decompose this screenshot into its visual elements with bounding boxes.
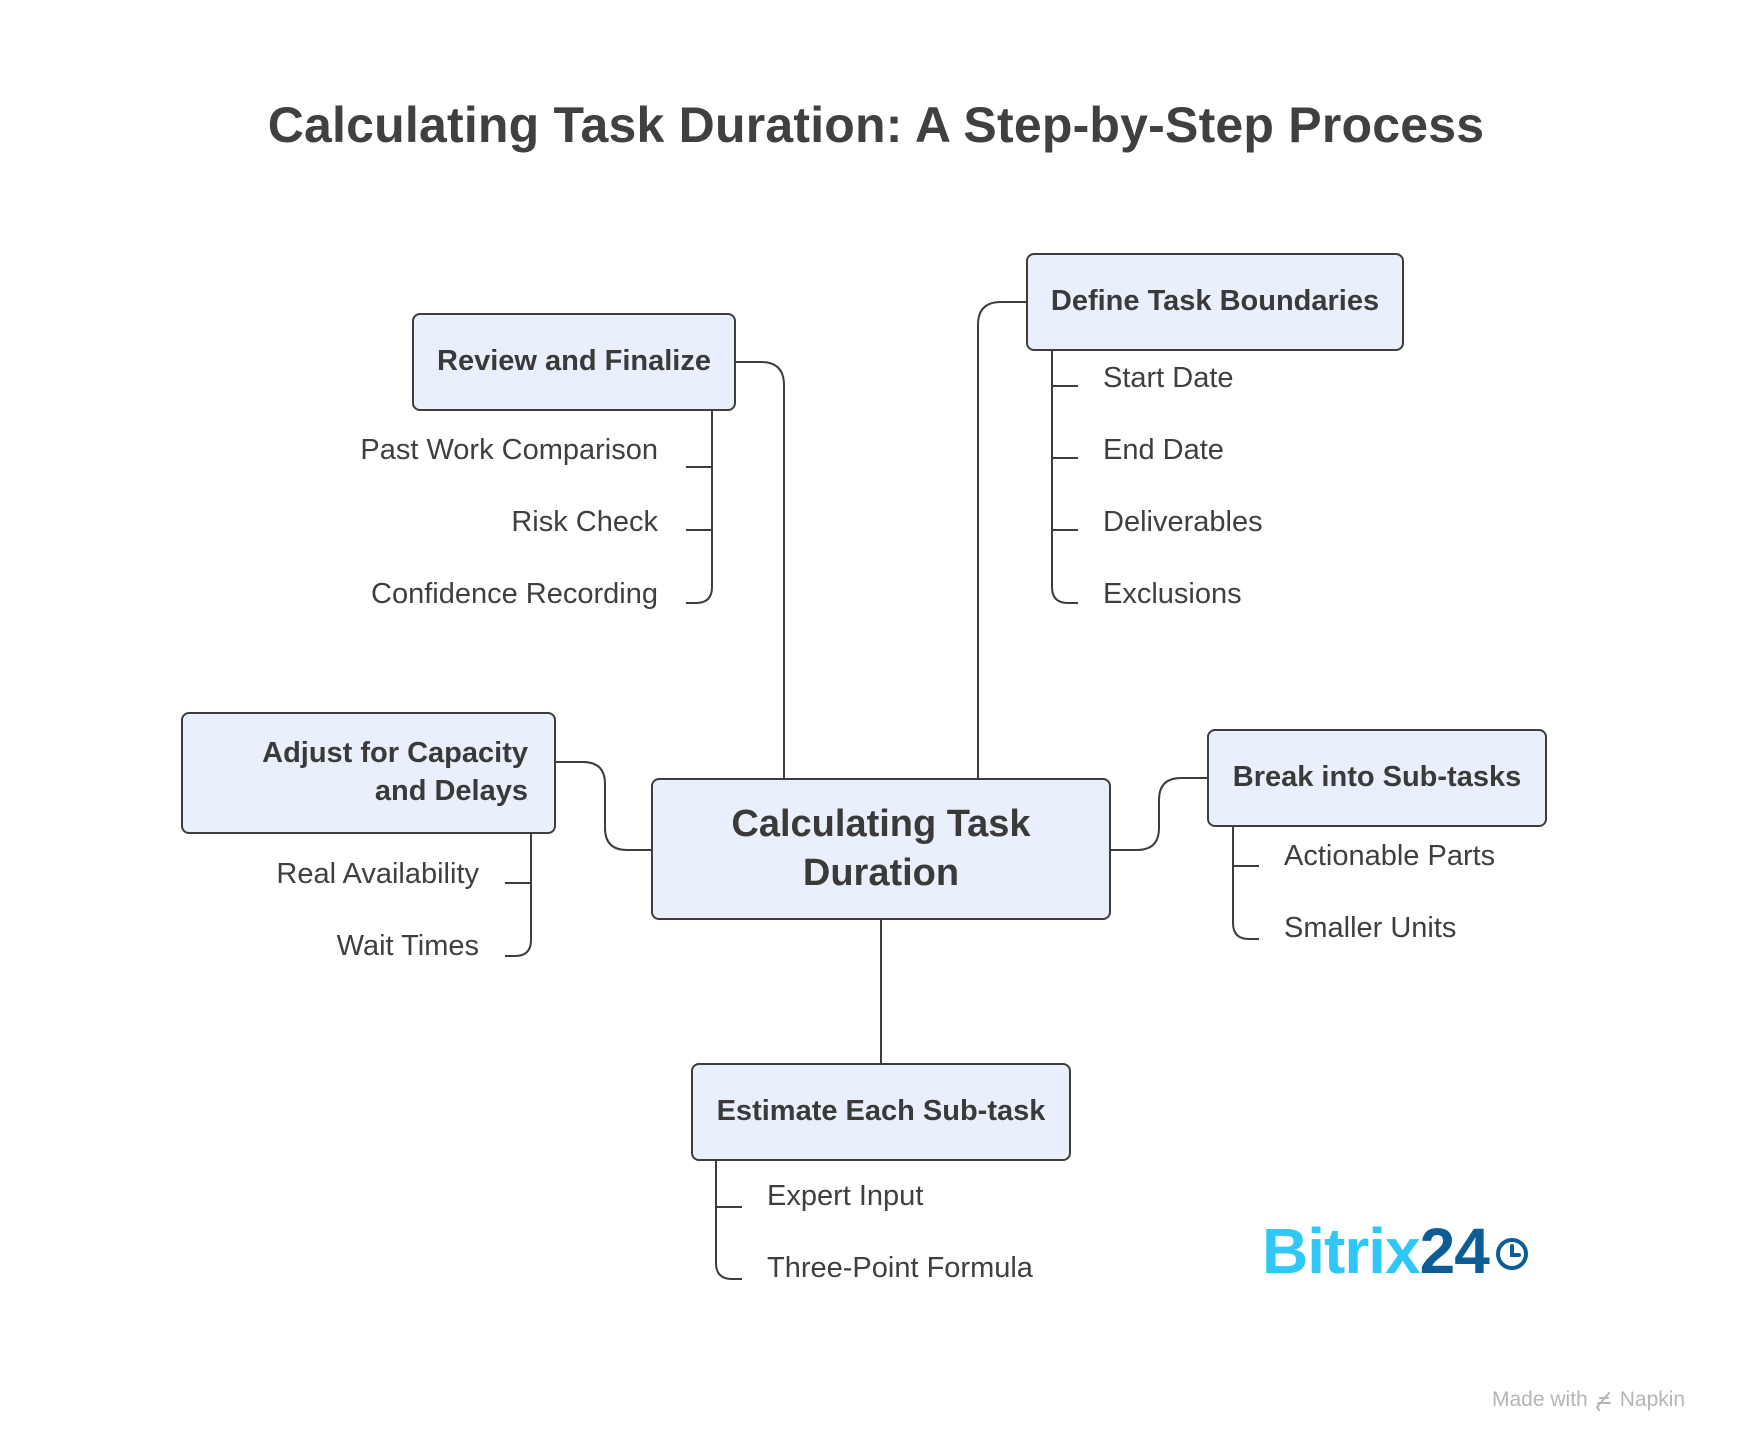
node-review-and-finalize: Review and Finalize bbox=[412, 313, 736, 411]
define-child-connectors bbox=[1051, 350, 1078, 604]
leaf-deliverables: Deliverables bbox=[1103, 506, 1263, 538]
node-adjust-label: Adjust for Capacity and Delays bbox=[262, 737, 528, 807]
clock-icon bbox=[1495, 1238, 1528, 1270]
estimate-child-connectors bbox=[715, 1160, 742, 1280]
review-child-connectors bbox=[686, 410, 713, 604]
node-define-task-boundaries: Define Task Boundaries bbox=[1026, 253, 1404, 351]
leaf-start-date: Start Date bbox=[1103, 362, 1234, 394]
connector-review bbox=[736, 361, 785, 778]
leaf-end-date: End Date bbox=[1103, 434, 1224, 466]
connector-break bbox=[1111, 777, 1207, 851]
node-adjust-for-capacity-and-delays: Adjust for Capacity and Delays bbox=[181, 712, 556, 834]
credit-made-with: Made with bbox=[1492, 1388, 1588, 1411]
connector-define bbox=[977, 301, 1026, 778]
leaf-expert-input: Expert Input bbox=[767, 1180, 924, 1212]
leaf-past-work-comparison: Past Work Comparison bbox=[360, 434, 658, 466]
page-title: Calculating Task Duration: A Step-by-Ste… bbox=[267, 97, 1485, 153]
leaf-real-availability: Real Availability bbox=[276, 858, 479, 890]
bitrix24-logo: Bitrix 24 bbox=[1262, 1214, 1529, 1288]
leaf-actionable-parts: Actionable Parts bbox=[1284, 840, 1496, 872]
connector-adjust bbox=[556, 761, 651, 851]
node-break-into-sub-tasks: Break into Sub-tasks bbox=[1207, 729, 1547, 827]
napkin-pen-icon bbox=[1595, 1392, 1611, 1411]
leaf-three-point-formula: Three-Point Formula bbox=[767, 1252, 1033, 1284]
node-estimate-each-sub-task: Estimate Each Sub-task bbox=[691, 1063, 1071, 1161]
leaf-exclusions: Exclusions bbox=[1103, 578, 1242, 610]
leaf-risk-check: Risk Check bbox=[511, 506, 658, 538]
adjust-child-connectors bbox=[505, 832, 532, 957]
made-with-napkin-credit: Made with Napkin bbox=[1492, 1388, 1685, 1412]
logo-text-24: 24 bbox=[1419, 1215, 1490, 1287]
leaf-wait-times: Wait Times bbox=[336, 930, 479, 962]
node-break-label: Break into Sub-tasks bbox=[1232, 761, 1522, 794]
node-define-label: Define Task Boundaries bbox=[1050, 285, 1380, 318]
leaf-smaller-units: Smaller Units bbox=[1284, 912, 1457, 944]
break-child-connectors bbox=[1232, 826, 1259, 940]
credit-brand: Napkin bbox=[1619, 1388, 1686, 1411]
node-review-label: Review and Finalize bbox=[437, 345, 711, 378]
leaf-confidence-recording: Confidence Recording bbox=[371, 578, 658, 610]
logo-text-bitrix: Bitrix bbox=[1262, 1215, 1421, 1287]
node-estimate-label: Estimate Each Sub-task bbox=[716, 1095, 1046, 1128]
central-node-label: Calculating Task Duration bbox=[731, 802, 1031, 894]
central-node: Calculating Task Duration bbox=[651, 778, 1111, 920]
